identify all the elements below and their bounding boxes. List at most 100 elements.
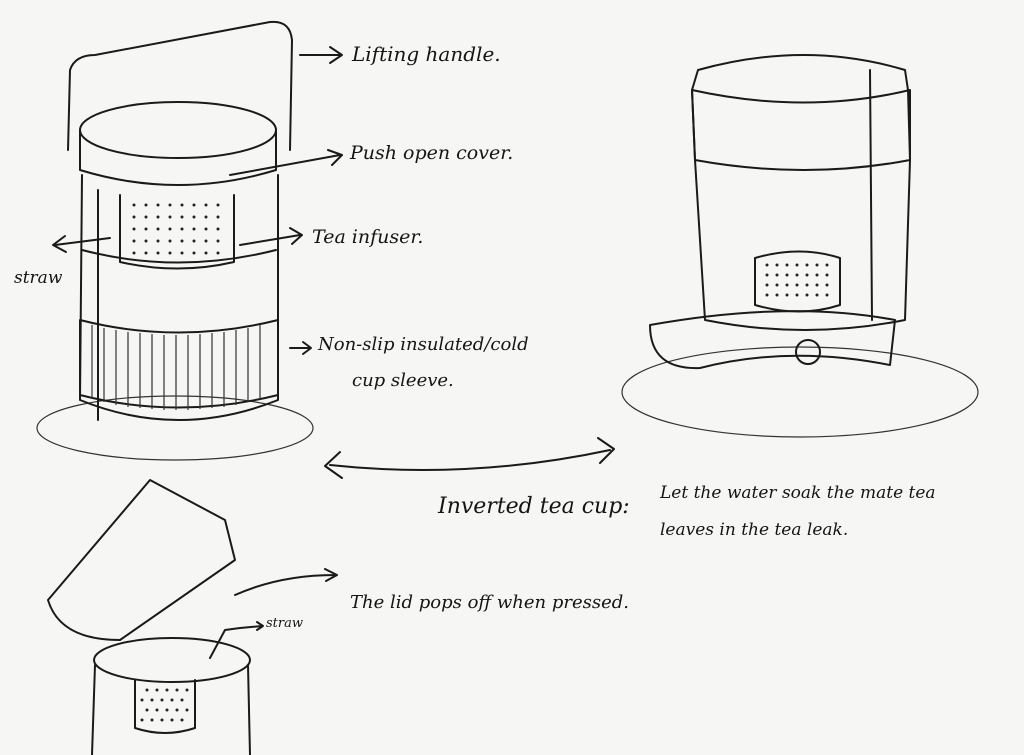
infuser-hole: [815, 263, 819, 267]
infuser-hole: [216, 215, 220, 219]
infuser-hole: [192, 203, 196, 207]
infuser-hole: [144, 251, 148, 255]
infuser-hole: [765, 273, 769, 277]
infuser-hole: [160, 698, 164, 702]
infuser-hole: [156, 215, 160, 219]
infuser-hole: [145, 708, 149, 712]
infuser-hole: [132, 203, 136, 207]
label-sleeve-line2: cup sleeve.: [352, 370, 454, 391]
infuser-hole: [192, 251, 196, 255]
infuser-hole: [216, 251, 220, 255]
infuser-hole: [785, 283, 789, 287]
infuser-hole: [180, 251, 184, 255]
infuser-hole: [795, 273, 799, 277]
infuser-hole: [132, 239, 136, 243]
infuser-hole: [765, 283, 769, 287]
infuser-hole: [156, 239, 160, 243]
infuser-hole: [805, 263, 809, 267]
infuser-hole: [180, 227, 184, 231]
infuser-hole: [132, 251, 136, 255]
infuser-hole: [175, 708, 179, 712]
label-inverted-title: Inverted tea cup:: [438, 494, 630, 519]
infuser-hole: [785, 273, 789, 277]
label-lifting-handle: Lifting handle.: [352, 42, 501, 66]
infuser-hole: [815, 293, 819, 297]
infuser-hole: [144, 239, 148, 243]
infuser-hole: [144, 227, 148, 231]
infuser-hole: [805, 283, 809, 287]
label-straw-bottom: straw: [266, 616, 303, 631]
infuser-hole: [144, 203, 148, 207]
infuser-hole: [775, 283, 779, 287]
infuser-hole: [765, 293, 769, 297]
infuser-hole: [785, 293, 789, 297]
infuser-hole: [150, 718, 154, 722]
infuser-hole: [160, 718, 164, 722]
infuser-hole: [775, 273, 779, 277]
infuser-hole: [180, 239, 184, 243]
infuser-hole: [825, 263, 829, 267]
open-lid-cup-sketch: [47, 479, 251, 755]
infuser-hole: [216, 227, 220, 231]
infuser-hole: [775, 293, 779, 297]
infuser-hole: [204, 203, 208, 207]
infuser-hole: [140, 718, 144, 722]
infuser-hole: [156, 251, 160, 255]
infuser-hole: [156, 203, 160, 207]
infuser-hole: [192, 227, 196, 231]
infuser-hole: [825, 293, 829, 297]
infuser-hole: [192, 239, 196, 243]
infuser-hole: [180, 215, 184, 219]
infuser-hole: [168, 251, 172, 255]
infuser-hole: [144, 215, 148, 219]
infuser-hole: [815, 273, 819, 277]
infuser-hole: [175, 688, 179, 692]
infuser-hole: [825, 273, 829, 277]
infuser-hole: [765, 263, 769, 267]
infuser-hole: [216, 203, 220, 207]
infuser-hole: [204, 215, 208, 219]
label-lid-pops: The lid pops off when pressed.: [350, 592, 629, 613]
infuser-hole: [805, 273, 809, 277]
infuser-hole: [170, 698, 174, 702]
infuser-hole: [204, 227, 208, 231]
infuser-hole: [180, 203, 184, 207]
infuser-hole: [775, 263, 779, 267]
infuser-hole: [185, 688, 189, 692]
infuser-hole: [155, 708, 159, 712]
infuser-hole: [204, 251, 208, 255]
infuser-hole: [165, 688, 169, 692]
label-sleeve-line1: Non-slip insulated/cold: [318, 334, 529, 355]
infuser-hole: [150, 698, 154, 702]
label-tea-infuser: Tea infuser.: [312, 226, 424, 248]
infuser-hole: [795, 263, 799, 267]
infuser-hole: [785, 263, 789, 267]
infuser-hole: [145, 688, 149, 692]
infuser-hole: [805, 293, 809, 297]
infuser-hole: [156, 227, 160, 231]
infuser-hole: [192, 215, 196, 219]
infuser-hole: [168, 215, 172, 219]
infuser-hole: [825, 283, 829, 287]
label-push-open-cover: Push open cover.: [350, 142, 514, 164]
infuser-hole: [168, 239, 172, 243]
infuser-hole: [180, 718, 184, 722]
infuser-hole: [140, 698, 144, 702]
infuser-hole: [815, 283, 819, 287]
infuser-hole: [216, 239, 220, 243]
infuser-hole: [795, 293, 799, 297]
infuser-hole: [180, 698, 184, 702]
annotation-arrows: [52, 46, 615, 631]
infuser-hole: [185, 708, 189, 712]
infuser-hole: [165, 708, 169, 712]
infuser-hole: [168, 203, 172, 207]
infuser-hole: [132, 227, 136, 231]
upright-tea-cup-sketch: [36, 20, 314, 461]
infuser-hole: [155, 688, 159, 692]
infuser-hole: [170, 718, 174, 722]
infuser-hole: [168, 227, 172, 231]
infuser-hole: [204, 239, 208, 243]
infuser-hole: [132, 215, 136, 219]
inverted-tea-cup-sketch: [621, 54, 979, 438]
